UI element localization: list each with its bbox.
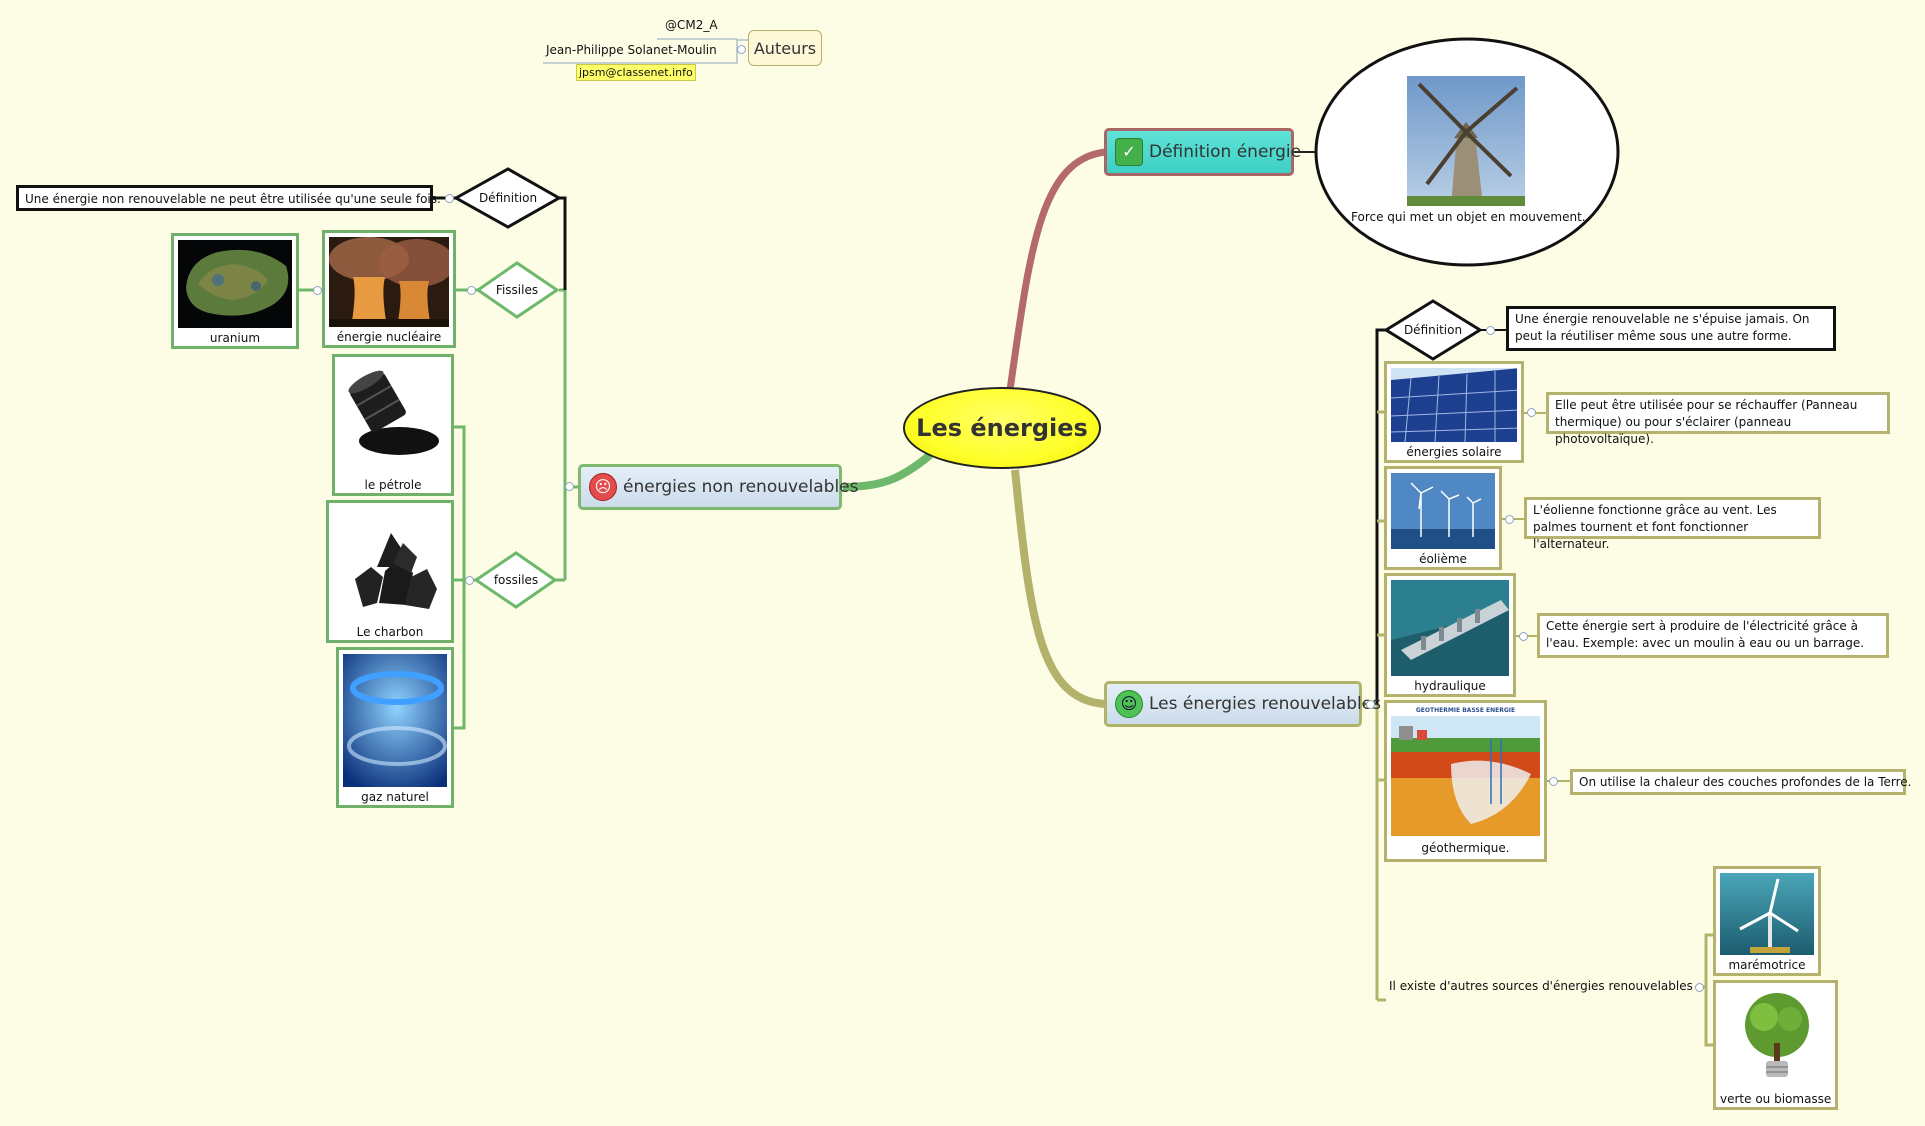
tidal-caption: marémotrice bbox=[1728, 958, 1806, 972]
geothermal-diagram-title: GÉOTHERMIE BASSE ÉNERGIE bbox=[1415, 707, 1516, 714]
windmill-icon bbox=[1407, 76, 1525, 206]
geothermal-toggle[interactable] bbox=[1549, 777, 1558, 786]
geothermal-note: On utilise la chaleur des couches profon… bbox=[1570, 769, 1911, 795]
hydraulic-note: Cette énergie sert à produire de l'élect… bbox=[1537, 613, 1889, 658]
r-definition-label: Définition bbox=[1403, 323, 1463, 337]
tidal-card[interactable]: marémotrice bbox=[1713, 866, 1821, 976]
definition-energy-node[interactable]: ✓ Définition énergie bbox=[1104, 128, 1301, 176]
connector-nr-trunk bbox=[559, 288, 578, 489]
biomass-card[interactable]: verte ou biomasse bbox=[1713, 980, 1838, 1110]
connector-renewable-branch bbox=[1011, 469, 1106, 708]
renewable-node[interactable]: ☺ Les énergies renouvelables bbox=[1104, 681, 1381, 727]
non-renewable-label: énergies non renouvelables bbox=[623, 477, 859, 497]
diamond-nr-definition bbox=[452, 167, 563, 229]
connector-non-renewable-branch bbox=[842, 451, 933, 491]
biomass-caption: verte ou biomasse bbox=[1720, 1092, 1832, 1106]
wind-note: L'éolienne fonctionne grâce au vent. Les… bbox=[1524, 497, 1821, 551]
geothermal-diagram-image: GÉOTHERMIE BASSE ÉNERGIE bbox=[1391, 707, 1540, 838]
wind-turbine-image bbox=[1391, 473, 1495, 549]
smile-face-icon: ☺ bbox=[1115, 690, 1143, 718]
oil-barrel-image bbox=[339, 361, 447, 475]
author-handle: @CM2_A bbox=[665, 18, 718, 32]
other-sources-label[interactable]: Il existe d'autres sources d'énergies re… bbox=[1389, 979, 1693, 993]
tidal-turbine-image bbox=[1720, 873, 1814, 955]
diamond-r-definition bbox=[1383, 299, 1483, 361]
renewable-collapse-toggle[interactable] bbox=[1366, 700, 1375, 709]
r-definition-note: Une énergie renouvelable ne s'épuise jam… bbox=[1506, 306, 1836, 351]
uranium-caption: uranium bbox=[209, 331, 261, 345]
nr-definition-label: Définition bbox=[478, 191, 538, 205]
wind-card[interactable]: éolième bbox=[1384, 466, 1502, 570]
diamond-fossil bbox=[473, 551, 558, 609]
nr-definition-note: Une énergie non renouvelable ne peut êtr… bbox=[16, 185, 441, 211]
coal-caption: Le charbon bbox=[356, 625, 424, 639]
geothermal-card[interactable]: GÉOTHERMIE BASSE ÉNERGIE géothermique. bbox=[1384, 700, 1547, 862]
solar-toggle[interactable] bbox=[1527, 408, 1536, 417]
natural-gas-card[interactable]: gaz naturel bbox=[336, 647, 454, 808]
windmill-image bbox=[1407, 76, 1525, 206]
dam-image bbox=[1391, 580, 1509, 676]
r-definition-toggle[interactable] bbox=[1486, 326, 1495, 335]
author-name: Jean-Philippe Solanet-Moulin bbox=[546, 43, 717, 57]
nuclear-toggle[interactable] bbox=[313, 286, 322, 295]
biomass-tree-bulb-image bbox=[1720, 987, 1831, 1089]
coal-image bbox=[333, 507, 447, 622]
other-sources-toggle[interactable] bbox=[1695, 983, 1704, 992]
authors-node[interactable]: Auteurs bbox=[748, 30, 822, 66]
solar-caption: énergies solaire bbox=[1406, 445, 1502, 459]
uranium-image bbox=[178, 240, 292, 328]
fossil-toggle[interactable] bbox=[465, 576, 474, 585]
non-renewable-node[interactable]: ☹ énergies non renouvelables bbox=[578, 464, 859, 510]
nuclear-energy-card[interactable]: énergie nucléaire bbox=[322, 230, 456, 348]
check-icon: ✓ bbox=[1115, 138, 1143, 166]
definition-energy-caption: Force qui met un objet en mouvement. bbox=[1351, 210, 1586, 224]
petrol-card[interactable]: le pétrole bbox=[332, 354, 454, 496]
diamond-fissile bbox=[475, 261, 560, 319]
authors-collapse-toggle[interactable] bbox=[737, 45, 746, 54]
central-topic[interactable]: Les énergies bbox=[903, 387, 1101, 469]
hydraulic-card[interactable]: hydraulique bbox=[1384, 573, 1516, 697]
coal-card[interactable]: Le charbon bbox=[326, 500, 454, 643]
non-renewable-collapse-toggle[interactable] bbox=[565, 482, 574, 491]
gas-flame-image bbox=[343, 654, 447, 787]
central-title: Les énergies bbox=[916, 414, 1088, 442]
petrol-caption: le pétrole bbox=[364, 478, 422, 492]
geothermal-caption: géothermique. bbox=[1421, 841, 1510, 855]
fissile-toggle[interactable] bbox=[467, 286, 476, 295]
fossil-label: fossiles bbox=[493, 573, 539, 587]
fissile-label: Fissiles bbox=[495, 283, 539, 297]
nr-definition-toggle[interactable] bbox=[445, 194, 454, 203]
renewable-label: Les énergies renouvelables bbox=[1149, 694, 1382, 714]
gas-caption: gaz naturel bbox=[361, 790, 429, 804]
solar-card[interactable]: énergies solaire bbox=[1384, 361, 1524, 463]
author-email[interactable]: jpsm@classenet.info bbox=[576, 64, 696, 81]
connector-r-trunk bbox=[1362, 702, 1379, 1000]
solar-panel-image bbox=[1391, 368, 1517, 442]
hydraulic-toggle[interactable] bbox=[1519, 632, 1528, 641]
hydraulic-caption: hydraulique bbox=[1414, 679, 1486, 693]
definition-energy-label: Définition énergie bbox=[1149, 142, 1302, 162]
solar-note: Elle peut être utilisée pour se réchauff… bbox=[1546, 392, 1890, 446]
wind-caption: éolième bbox=[1419, 552, 1467, 566]
nuclear-caption: énergie nucléaire bbox=[336, 330, 442, 344]
wind-toggle[interactable] bbox=[1505, 515, 1514, 524]
angry-face-icon: ☹ bbox=[589, 473, 617, 501]
nuclear-plant-image bbox=[329, 237, 449, 327]
uranium-card[interactable]: uranium bbox=[171, 233, 299, 349]
connector-definition-branch bbox=[1006, 148, 1106, 391]
